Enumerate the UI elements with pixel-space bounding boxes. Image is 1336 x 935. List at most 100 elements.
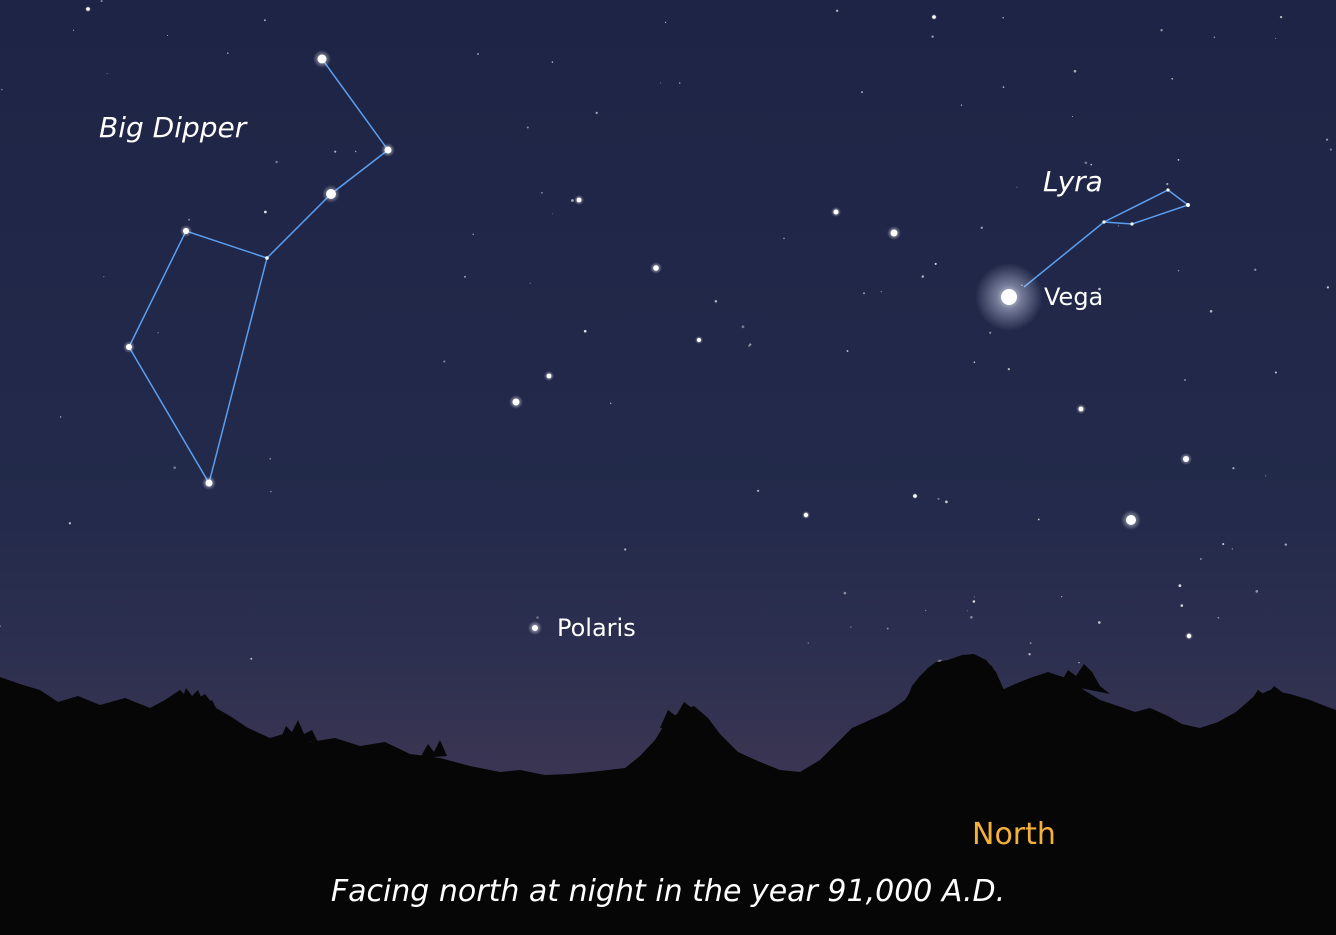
faint-star [966, 610, 968, 612]
faint-star [1279, 15, 1283, 19]
faint-star [595, 111, 598, 114]
faint-star [863, 292, 865, 295]
faint-star [0, 625, 1, 627]
faint-star [1171, 78, 1173, 80]
faint-star [972, 600, 976, 603]
faint-star [624, 548, 627, 551]
faint-star [880, 291, 882, 293]
faint-star [1073, 69, 1077, 73]
big-dipper-stars [123, 50, 395, 490]
faint-star [227, 52, 229, 54]
faint-star [925, 609, 927, 612]
faint-star [571, 199, 574, 202]
faint-star [188, 218, 191, 221]
faint-star [1255, 590, 1259, 593]
faint-star [541, 191, 543, 194]
faint-star [1029, 642, 1032, 645]
faint-star [334, 150, 337, 153]
faint-star [748, 345, 750, 347]
faint-star [270, 490, 272, 493]
faint-star [100, 0, 103, 3]
faint-star [275, 160, 278, 164]
faint-star [679, 82, 681, 84]
faint-star [1200, 558, 1202, 560]
faint-star [1222, 543, 1225, 546]
faint-star [960, 104, 963, 106]
faint-star [1117, 225, 1120, 227]
faint-star [665, 21, 667, 23]
polaris-label: Polaris [557, 614, 636, 642]
faint-star [973, 361, 976, 364]
lyra-label: Lyra [1043, 165, 1103, 198]
faint-star [757, 489, 760, 492]
faint-star [269, 458, 271, 460]
faint-star [1078, 661, 1080, 664]
faint-star [1275, 37, 1277, 39]
faint-star [921, 275, 925, 278]
big-dipper-label: Big Dipper [99, 111, 247, 144]
faint-star [1254, 268, 1257, 271]
faint-star [1284, 543, 1287, 546]
faint-star [1007, 367, 1010, 371]
faint-star [835, 9, 839, 13]
faint-star [103, 275, 105, 278]
faint-star [1097, 621, 1101, 624]
faint-star [1232, 467, 1235, 470]
faint-star [355, 150, 357, 153]
faint-star [59, 416, 62, 418]
faint-star [970, 616, 973, 619]
faint-star [1231, 548, 1233, 550]
faint-star [749, 343, 752, 346]
faint-star [173, 466, 176, 470]
polaris-star [528, 621, 542, 635]
faint-star [886, 627, 889, 630]
faint-star [1160, 29, 1163, 32]
faint-star [106, 73, 108, 75]
caption: Facing north at night in the year 91,000… [330, 874, 1006, 909]
faint-star [167, 35, 169, 36]
lyra-stars [1102, 188, 1190, 226]
faint-star [937, 497, 940, 500]
faint-star [551, 213, 553, 215]
faint-star [1326, 286, 1330, 289]
faint-star [1002, 86, 1005, 88]
faint-star [1326, 138, 1329, 141]
faint-star [157, 332, 159, 334]
faint-star [846, 350, 849, 352]
faint-star [1184, 379, 1186, 381]
faint-star [1090, 163, 1093, 166]
faint-star [1329, 148, 1332, 151]
faint-star [1028, 653, 1031, 656]
faint-star [861, 91, 863, 94]
big-dipper-lines [128, 58, 390, 485]
faint-star [1084, 161, 1088, 165]
faint-star [1264, 475, 1267, 477]
faint-star [1217, 616, 1220, 619]
bright-stars [85, 6, 1193, 667]
faint-star [934, 262, 937, 265]
faint-star [945, 500, 948, 504]
faint-star [536, 616, 539, 619]
faint-star [72, 29, 75, 31]
faint-star [477, 53, 479, 55]
faint-star [1061, 596, 1063, 598]
north-direction-label: North [972, 817, 1056, 852]
faint-star-field [0, 0, 1332, 664]
faint-star [263, 19, 266, 22]
faint-star [980, 226, 983, 229]
faint-star [443, 360, 446, 363]
faint-star [472, 233, 474, 235]
faint-star [264, 210, 267, 214]
faint-star [526, 126, 529, 129]
faint-star [0, 88, 3, 91]
faint-star [783, 237, 785, 240]
faint-star [1274, 371, 1277, 374]
faint-star [1178, 584, 1182, 588]
faint-star [807, 642, 809, 644]
faint-star [1016, 186, 1018, 188]
treeline-silhouette [0, 654, 1336, 935]
faint-star [68, 522, 72, 525]
faint-star [1037, 518, 1040, 521]
